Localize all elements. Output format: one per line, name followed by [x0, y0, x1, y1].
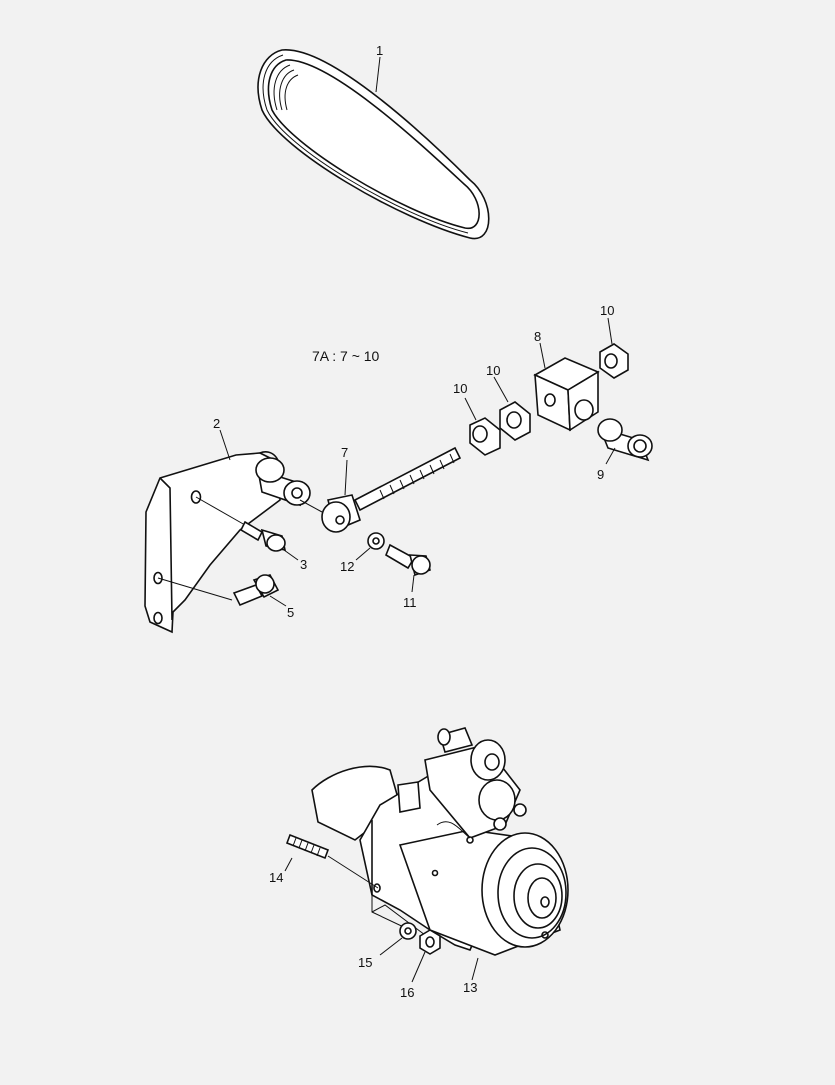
callout-10b: 10 — [486, 363, 500, 378]
callout-15: 15 — [358, 955, 372, 970]
callout-16: 16 — [400, 985, 414, 1000]
washer-part-12 — [367, 532, 385, 550]
callout-13: 13 — [463, 980, 477, 995]
starter-motor-part-13 — [311, 727, 569, 956]
washer-part-15 — [399, 922, 417, 940]
belt-part-1 — [257, 49, 490, 240]
bolt-part-11 — [385, 543, 431, 577]
callout-2: 2 — [213, 416, 220, 431]
nut-part-16 — [419, 929, 441, 955]
group-note: 7A : 7 ~ 10 — [312, 348, 380, 364]
nut-part-10-c — [599, 343, 629, 379]
nut-part-10-b — [499, 401, 531, 441]
callout-14: 14 — [269, 870, 283, 885]
callout-3: 3 — [300, 557, 307, 572]
callout-8: 8 — [534, 329, 541, 344]
callout-1: 1 — [376, 43, 383, 58]
callout-11: 11 — [403, 595, 417, 610]
callout-12: 12 — [340, 559, 354, 574]
bolt-part-3 — [195, 496, 287, 552]
callout-5: 5 — [287, 605, 294, 620]
spacer-part-9 — [597, 418, 653, 462]
bolt-part-5 — [157, 574, 280, 607]
callout-7: 7 — [341, 445, 348, 460]
stud-part-14 — [285, 833, 379, 889]
block-part-8 — [533, 357, 600, 432]
nut-part-10-a — [469, 417, 501, 456]
callout-9: 9 — [597, 467, 604, 482]
callout-10c: 10 — [600, 303, 614, 318]
eyebolt-part-7 — [299, 446, 462, 533]
bracket-boss — [255, 457, 311, 507]
bracket-part-2 — [144, 451, 281, 634]
callout-10a: 10 — [453, 381, 467, 396]
